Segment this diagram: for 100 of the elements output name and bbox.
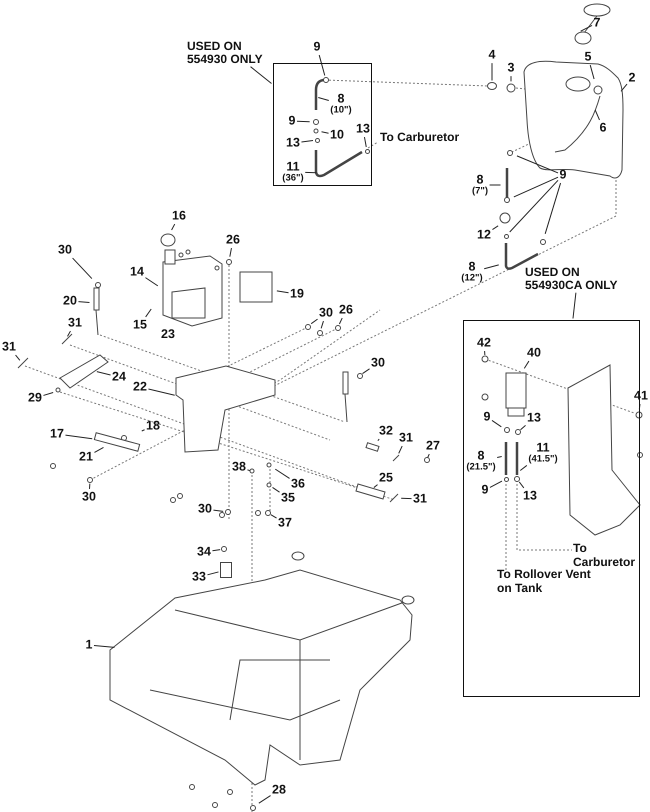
callout-number: 8 xyxy=(476,449,486,462)
callout-number: 26 xyxy=(339,303,353,317)
callout-number: 2 xyxy=(628,71,636,85)
leader-line xyxy=(400,498,412,500)
leader-line xyxy=(67,330,71,337)
callout-number: 29 xyxy=(28,391,42,405)
leader-line xyxy=(304,172,317,174)
callout-number: 13 xyxy=(356,122,370,136)
length-label: (7") xyxy=(472,186,488,197)
leader-line xyxy=(206,571,219,576)
callout-number: 24 xyxy=(112,370,126,384)
leader-line xyxy=(509,180,559,232)
callout-number: 18 xyxy=(146,419,160,433)
hose-clamp xyxy=(314,138,320,142)
callout-number: 25 xyxy=(379,471,393,485)
callout-number: 30 xyxy=(58,243,72,257)
callout-number: 31 xyxy=(68,316,82,330)
leader-line xyxy=(594,109,600,120)
note-text: To Carburetor xyxy=(380,130,460,144)
leader-line xyxy=(427,454,430,458)
leader-line xyxy=(572,292,576,319)
callout-number: 17 xyxy=(50,427,64,441)
leader-line xyxy=(96,371,112,376)
callout-number: 40 xyxy=(527,346,541,360)
leader-line xyxy=(320,320,324,329)
pin xyxy=(365,442,380,452)
leader-line xyxy=(310,318,318,324)
callout-number: 10 xyxy=(330,128,344,142)
leader-line xyxy=(590,64,595,80)
leader-line xyxy=(274,468,290,479)
leader-line xyxy=(520,464,528,471)
callout-number: 30 xyxy=(198,502,212,516)
leader-line xyxy=(364,136,367,148)
callout-number: 13 xyxy=(527,411,541,425)
leader-line xyxy=(510,76,512,82)
leader-line xyxy=(15,354,20,361)
leader-line xyxy=(270,514,278,519)
callout-number: 3 xyxy=(508,61,514,75)
leader-line xyxy=(362,368,370,374)
leader-line xyxy=(580,25,593,32)
callout-number: 36 xyxy=(291,477,305,491)
leader-line xyxy=(377,438,380,442)
callout-number: 7 xyxy=(594,16,600,30)
note-text: To Rollover Vent on Tank xyxy=(497,567,592,596)
leader-line xyxy=(212,510,224,512)
leader-line xyxy=(318,97,330,102)
note-heading: USED ON 554930 ONLY xyxy=(187,40,264,66)
leader-line xyxy=(489,480,502,488)
leader-line xyxy=(94,446,104,453)
callout-number: 27 xyxy=(426,439,440,453)
callout-number: 9 xyxy=(482,483,488,497)
fitting xyxy=(487,82,497,90)
callout-number: 11 xyxy=(285,160,301,174)
callout-number: 30 xyxy=(82,490,96,504)
leader-line xyxy=(321,131,330,134)
leader-line xyxy=(78,301,90,304)
leader-line xyxy=(398,446,403,454)
leader-line xyxy=(212,549,221,552)
callout-number: 33 xyxy=(192,570,206,584)
callout-number: 15 xyxy=(133,318,147,332)
leader-line xyxy=(148,388,176,396)
leader-line xyxy=(141,429,146,432)
callout-number: 31 xyxy=(2,340,16,354)
callout-number: 9 xyxy=(314,40,320,54)
leader-line xyxy=(72,258,92,280)
leader-line xyxy=(296,120,310,122)
callout-number: 38 xyxy=(232,460,246,474)
leader-line xyxy=(496,456,502,458)
callout-number: 30 xyxy=(371,356,385,370)
leader-line xyxy=(524,360,530,369)
leader-line xyxy=(318,54,326,76)
leader-line xyxy=(89,483,90,490)
leader-line xyxy=(144,277,158,286)
callout-number: 23 xyxy=(161,327,176,342)
callout-number: 9 xyxy=(484,410,490,424)
callout-number: 35 xyxy=(281,491,295,505)
leader-line xyxy=(516,155,559,174)
leader-line xyxy=(276,290,290,294)
callout-number: 16 xyxy=(172,209,186,223)
leader-line xyxy=(620,84,628,92)
length-label: (12") xyxy=(461,274,483,284)
length-label: (21.5") xyxy=(466,462,496,473)
leader-line xyxy=(93,644,116,648)
leader-line xyxy=(484,350,486,356)
callout-number: 20 xyxy=(63,294,77,308)
callout-number: 34 xyxy=(197,545,211,559)
leader-line xyxy=(338,318,343,325)
leader-line xyxy=(373,484,378,488)
hose-clamp xyxy=(364,148,370,154)
leader-line xyxy=(145,308,152,318)
callout-number: 6 xyxy=(600,121,606,135)
hose-clamp xyxy=(323,77,329,83)
callout-number: 1 xyxy=(86,638,92,652)
length-label: (41.5") xyxy=(528,454,558,465)
leader-line xyxy=(229,248,232,258)
length-label: (36") xyxy=(282,174,304,184)
hose-clamp xyxy=(504,234,508,238)
leader-line xyxy=(544,182,562,234)
inset-frame xyxy=(273,63,372,186)
callout-number: 9 xyxy=(288,114,296,128)
